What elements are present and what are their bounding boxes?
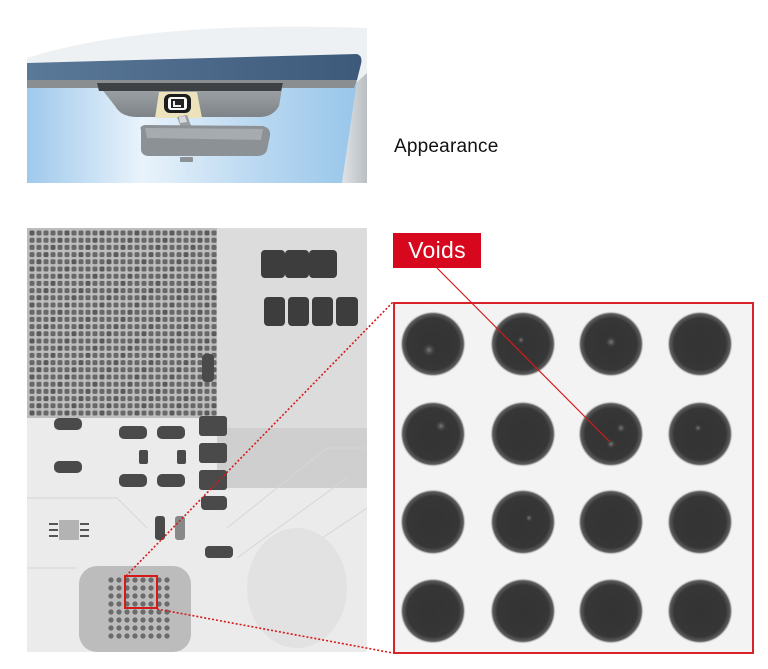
voids-label: Voids: [393, 233, 481, 268]
appearance-label: Appearance: [394, 136, 499, 157]
pcb-xray-image: [27, 228, 367, 652]
enlarged-solder-balls-panel: [393, 302, 754, 654]
roi-box: [124, 575, 158, 609]
appearance-illustration: [27, 18, 367, 183]
